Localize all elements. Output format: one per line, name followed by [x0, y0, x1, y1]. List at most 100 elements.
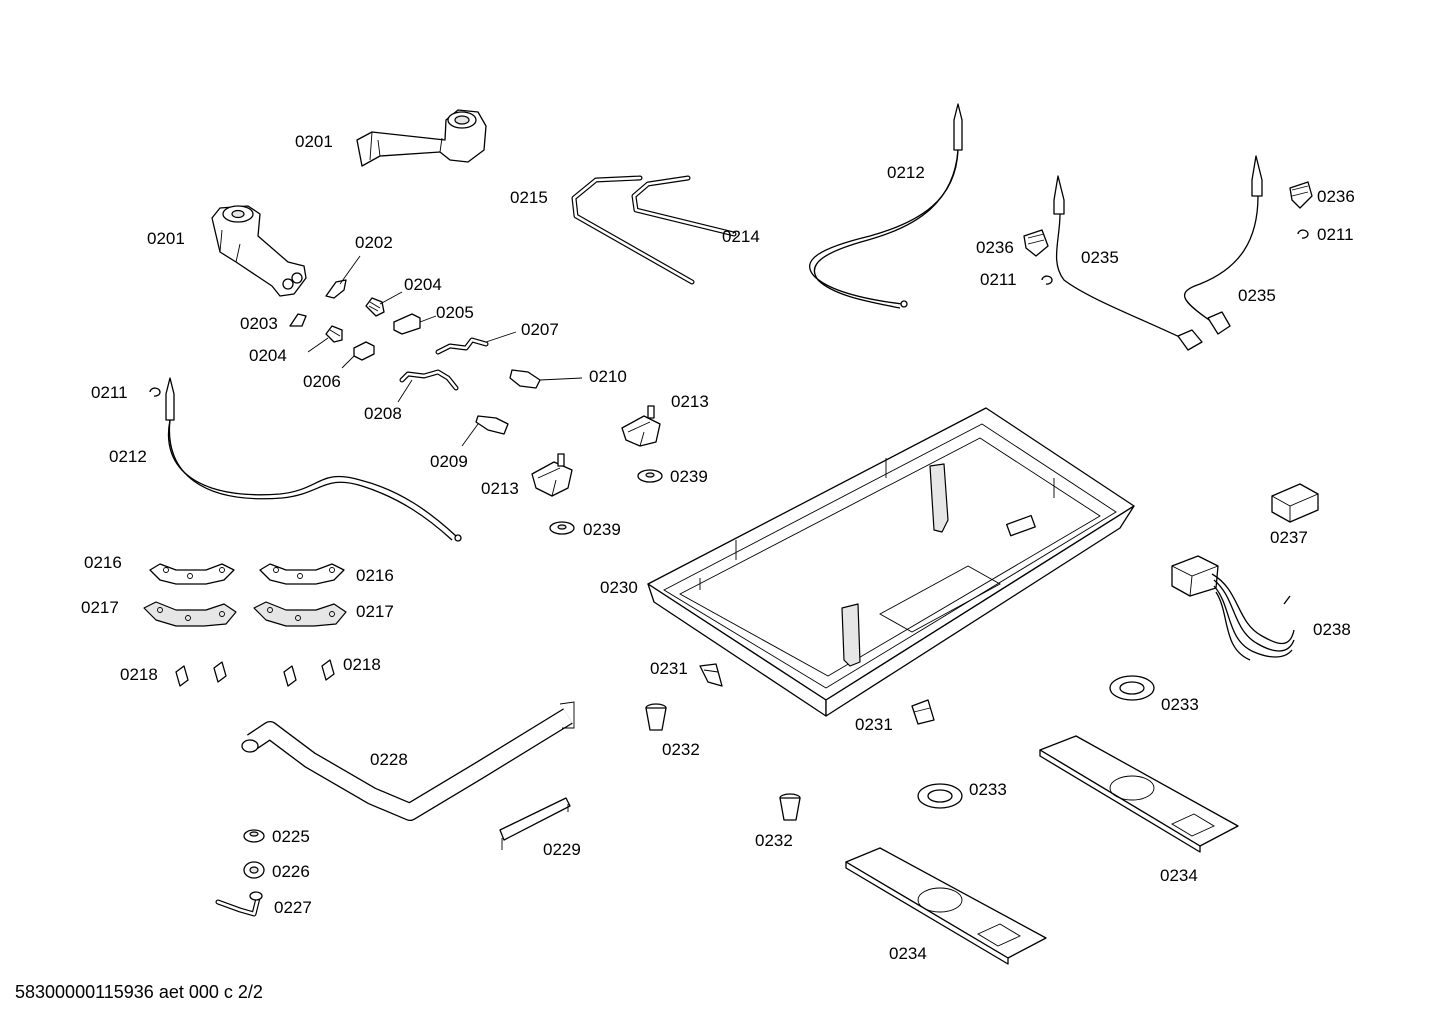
- plate-0234a: [1039, 735, 1239, 853]
- valve-0213-left: [531, 453, 573, 497]
- clip-0203: [289, 313, 307, 327]
- jet-0209: [461, 415, 509, 447]
- tube-0207: [435, 331, 517, 355]
- label-0214: 0214: [722, 227, 760, 246]
- pads-0218: [175, 659, 335, 687]
- label-0233-b: 0233: [969, 780, 1007, 799]
- label-0236-a: 0236: [976, 238, 1014, 257]
- label-0237: 0237: [1270, 528, 1308, 547]
- label-0225: 0225: [272, 827, 310, 846]
- label-0211-right: 0211: [1317, 225, 1354, 244]
- label-0216-right: 0216: [356, 566, 394, 585]
- label-0232-a: 0232: [662, 740, 700, 759]
- label-0217-right: 0217: [356, 602, 394, 621]
- burner-0201-top: [356, 109, 487, 167]
- label-0234-a: 0234: [1160, 866, 1198, 885]
- washer-0239a: [637, 469, 663, 483]
- foot-0232b: [779, 793, 801, 821]
- label-0207: 0207: [521, 320, 559, 339]
- label-0226: 0226: [272, 862, 310, 881]
- cap-0236b: [1289, 181, 1313, 209]
- label-0229: 0229: [543, 840, 581, 859]
- label-0239-a: 0239: [670, 467, 708, 486]
- clip-0211c: [149, 387, 161, 397]
- label-0234-b: 0234: [889, 944, 927, 963]
- label-0213-right: 0213: [671, 392, 709, 411]
- label-0212-top: 0212: [887, 163, 925, 182]
- clip-0231b: [911, 699, 935, 725]
- clip-0211a: [1041, 275, 1053, 285]
- thermocouple-0212-top: [809, 103, 963, 309]
- clip-0231a: [699, 663, 723, 687]
- label-0215: 0215: [510, 188, 548, 207]
- label-0238: 0238: [1313, 620, 1351, 639]
- label-0213-left: 0213: [481, 479, 519, 498]
- label-0232-b: 0232: [755, 831, 793, 850]
- clip-0211b: [1297, 229, 1309, 239]
- label-0201-left: 0201: [147, 229, 185, 248]
- burner-0201-left: [211, 205, 307, 297]
- cap-0236a: [1023, 229, 1049, 257]
- label-0231-b: 0231: [855, 715, 893, 734]
- nozzle-cap-0204a: [365, 291, 403, 317]
- label-0218-right: 0218: [343, 655, 381, 674]
- jet-0210: [509, 369, 583, 389]
- label-0212-left: 0212: [109, 447, 147, 466]
- label-0233-a: 0233: [1161, 695, 1199, 714]
- label-0206: 0206: [303, 372, 341, 391]
- label-0205: 0205: [436, 303, 474, 322]
- washer-0225: [243, 829, 265, 843]
- label-0202: 0202: [355, 233, 393, 252]
- label-0228: 0228: [370, 750, 408, 769]
- label-0211-left: 0211: [91, 383, 128, 402]
- drawing-footer: 58300000115936 aet 000 c 2/2: [15, 982, 263, 1002]
- gas-pipe-0228: [241, 701, 575, 821]
- nozzle-cap-0204b: [307, 325, 343, 353]
- bracket-0229: [499, 797, 571, 850]
- label-0204-a: 0204: [404, 275, 442, 294]
- label-0235-a: 0235: [1081, 248, 1119, 267]
- label-0217-left: 0217: [81, 598, 119, 617]
- sensor-0235a: [1053, 175, 1203, 351]
- label-0210: 0210: [589, 367, 627, 386]
- sensor-0235b: [1183, 155, 1263, 335]
- plate-0234b: [845, 847, 1047, 965]
- elbow-0227: [215, 891, 263, 917]
- bracket-0217a: [143, 601, 237, 627]
- bracket-0216a: [149, 563, 235, 585]
- washer-0239b: [549, 521, 575, 535]
- bracket-0217b: [253, 601, 347, 627]
- label-0209: 0209: [430, 452, 468, 471]
- gasket-0233b: [917, 783, 963, 809]
- jet-0206: [341, 341, 375, 369]
- foot-0232a: [645, 703, 667, 731]
- label-0201-top: 0201: [295, 132, 333, 151]
- label-0239-b: 0239: [583, 520, 621, 539]
- jet-0205: [393, 313, 437, 335]
- label-0211-mid: 0211: [980, 270, 1017, 289]
- label-0204-b: 0204: [249, 346, 287, 365]
- label-0218-left: 0218: [120, 665, 158, 684]
- thermocouple-0212-left: [165, 377, 462, 542]
- base-tray-0230: [647, 407, 1135, 717]
- valve-0213-right: [621, 405, 661, 447]
- tube-0208: [397, 369, 459, 403]
- clip-0202: [325, 255, 361, 299]
- label-0235-b: 0235: [1238, 286, 1276, 305]
- label-0231-a: 0231: [650, 659, 688, 678]
- label-0227: 0227: [274, 898, 312, 917]
- nut-0226: [243, 861, 265, 879]
- module-0237: [1271, 483, 1319, 523]
- label-0236-b: 0236: [1317, 187, 1355, 206]
- part-labels: 0201 0201 0202 0203 0204 0204 0205 0206 …: [81, 132, 1355, 963]
- tube-0214: [631, 175, 737, 237]
- label-0216-left: 0216: [84, 553, 122, 572]
- label-0208: 0208: [364, 404, 402, 423]
- ignition-module-0238: [1171, 555, 1295, 661]
- label-0203: 0203: [240, 314, 278, 333]
- bracket-0216b: [259, 563, 345, 585]
- tube-0215: [571, 175, 695, 285]
- label-0230: 0230: [600, 578, 638, 597]
